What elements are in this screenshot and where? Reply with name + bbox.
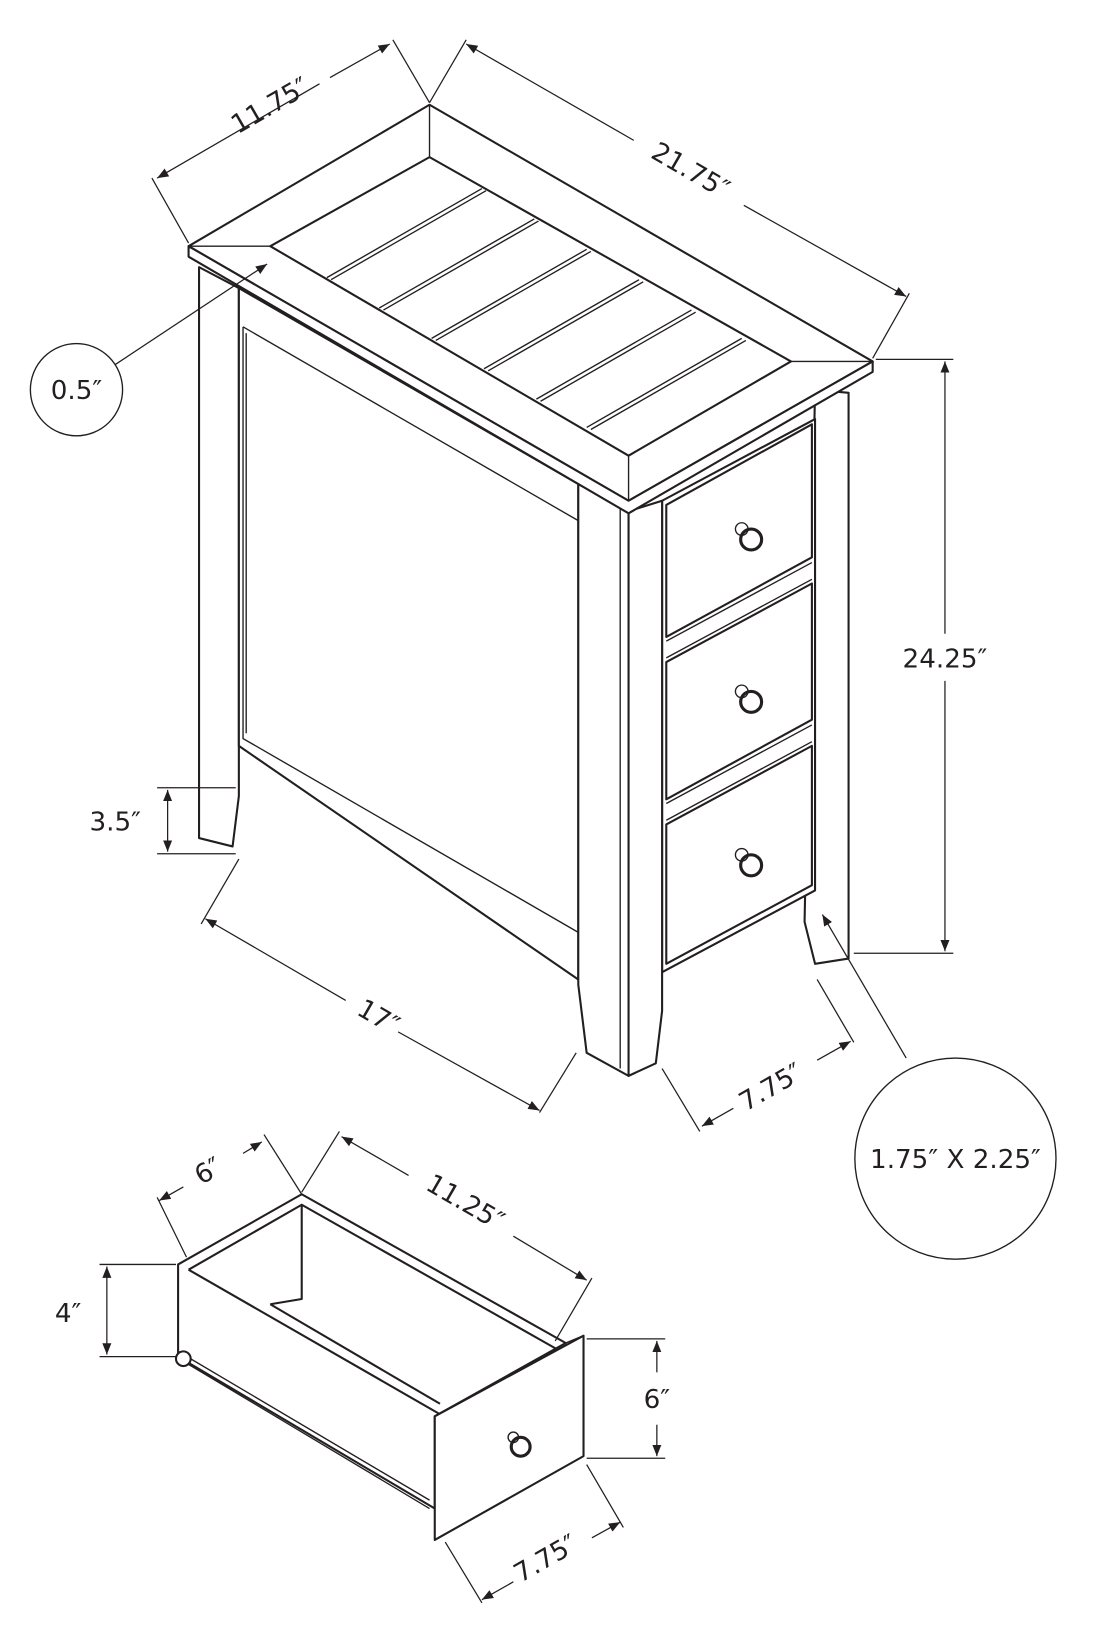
leg-height-label: 3.5″ [90,808,142,838]
front-width-label: 7.75″ [734,1058,808,1118]
side-length-label: 17″ [352,994,405,1042]
front-leg-side [627,499,664,1077]
tabletop-planks [326,187,747,431]
drawer-front-height-label: 6″ [644,1385,671,1415]
drawer-detail [174,1193,585,1542]
drawer-depth-label: 6″ [190,1152,228,1191]
drawer-slide-wheel [174,1350,192,1368]
drawer-knob-icon [734,522,764,878]
back-left-leg [198,266,240,848]
drawer-dimension-lines [99,1131,666,1604]
drawer-2[interactable] [665,561,813,801]
front-leg [577,482,630,1077]
drawer-height-label: 4″ [55,1299,82,1329]
top-depth-label: 11.75″ [226,72,315,140]
dimension-lines [29,39,1057,1260]
drawer-knob-icon [509,1435,532,1458]
drawer-cabinet [661,417,817,974]
drawer-length-label: 11.25″ [421,1169,510,1237]
drawer-3[interactable] [665,724,813,965]
top-width-label: 21.75″ [646,137,735,205]
leg-size-label: 1.75″ X 2.25″ [870,1145,1041,1175]
drawer-front [433,1334,585,1542]
drawer-front-width-label: 7.75″ [509,1529,583,1589]
drawer-1[interactable] [665,423,813,638]
side-table [187,103,874,1077]
top-thickness-label: 0.5″ [51,376,103,406]
height-label: 24.25″ [903,644,988,674]
